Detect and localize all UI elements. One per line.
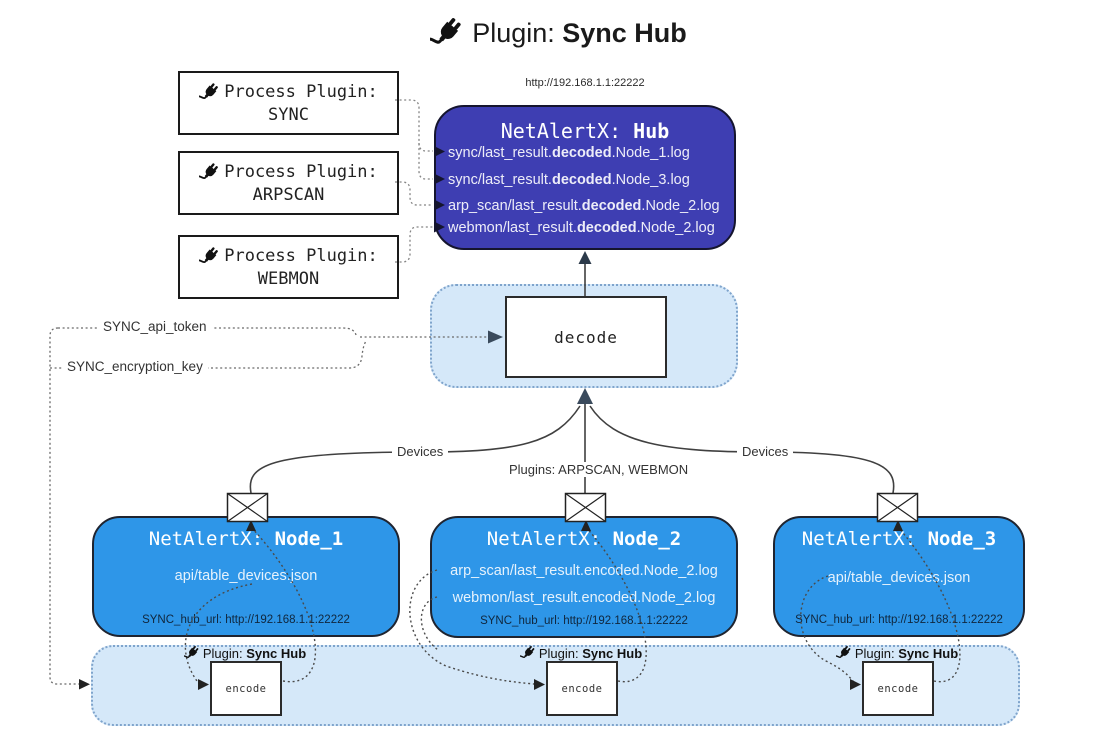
encode-plugin-label: Plugin: Sync Hub <box>807 645 987 661</box>
decode-box: decode <box>505 296 667 378</box>
sync-encryption-key-label: SYNC_encryption_key <box>62 359 208 374</box>
encode-plugin-label: Plugin: Sync Hub <box>491 645 671 661</box>
process-plugin-name: ARPSCAN <box>252 184 325 205</box>
edge-label-plugins-center: Plugins: ARPSCAN, WEBMON <box>504 462 694 477</box>
plug-icon <box>430 16 464 50</box>
process-plugin-arpscan-box: Process Plugin: ARPSCAN <box>178 151 399 215</box>
plug-icon <box>184 645 200 661</box>
node-to-decode-curves <box>249 392 895 494</box>
plug-icon <box>836 645 852 661</box>
title-bold: Sync Hub <box>562 17 687 48</box>
encode-plugin-label: Plugin: Sync Hub <box>155 645 335 661</box>
plugin-to-hub-lines <box>395 99 433 263</box>
process-plugin-label: Process Plugin: <box>224 162 378 182</box>
node-hub-url: SYNC_hub_url: http://192.168.1.1:22222 <box>795 614 1003 626</box>
plug-icon <box>520 645 536 661</box>
process-plugin-name: WEBMON <box>257 268 320 289</box>
node-data-line: api/table_devices.json <box>174 568 318 584</box>
hub-log-line: arp_scan/last_result.decoded.Node_2.log <box>448 198 720 214</box>
process-plugin-sync-box: Process Plugin: SYNC <box>178 71 399 135</box>
hub-log-line: webmon/last_result.decoded.Node_2.log <box>448 220 715 236</box>
hub-title: NetAlertX: Hub <box>500 119 670 143</box>
hub-log-line: sync/last_result.decoded.Node_3.log <box>448 172 690 188</box>
node-title: NetAlertX: Node_2 <box>486 528 682 550</box>
encode-box: encode <box>210 661 282 716</box>
node-3-box: NetAlertX: Node_3 api/table_devices.json… <box>773 516 1025 637</box>
sync-api-token-label: SYNC_api_token <box>98 319 212 334</box>
node-hub-url: SYNC_hub_url: http://192.168.1.1:22222 <box>480 615 688 627</box>
process-plugin-webmon-box: Process Plugin: WEBMON <box>178 235 399 299</box>
plug-icon <box>199 82 220 103</box>
encode-box: encode <box>862 661 934 716</box>
hub-url: http://192.168.1.1:22222 <box>525 77 645 89</box>
node-hub-url: SYNC_hub_url: http://192.168.1.1:22222 <box>142 614 350 626</box>
plug-icon <box>199 246 220 267</box>
title-prefix: Plugin: <box>472 17 563 48</box>
node-data-line: webmon/last_result.encoded.Node_2.log <box>452 590 716 606</box>
process-plugin-name: SYNC <box>268 104 309 125</box>
hub-box: NetAlertX: Hub sync/last_result.decoded.… <box>434 105 736 250</box>
plug-icon <box>199 162 220 183</box>
edge-label-devices-right: Devices <box>737 444 794 459</box>
node-2-box: NetAlertX: Node_2 arp_scan/last_result.e… <box>430 516 738 638</box>
node-title: NetAlertX: Node_1 <box>148 528 344 550</box>
page-title: Plugin: Sync Hub <box>0 16 1117 50</box>
encode-box: encode <box>546 661 618 716</box>
process-plugin-label: Process Plugin: <box>224 82 378 102</box>
node-data-line: arp_scan/last_result.encoded.Node_2.log <box>450 563 718 579</box>
edge-label-devices-left: Devices <box>392 444 449 459</box>
node-1-box: NetAlertX: Node_1 api/table_devices.json… <box>92 516 400 637</box>
decode-bottom-arrowhead <box>577 388 593 404</box>
node-title: NetAlertX: Node_3 <box>801 528 997 550</box>
process-plugin-label: Process Plugin: <box>224 246 378 266</box>
hub-in-arrowhead <box>578 251 592 264</box>
hub-log-line: sync/last_result.decoded.Node_1.log <box>448 145 690 161</box>
node-data-line: api/table_devices.json <box>827 570 971 586</box>
encode-container-arrowhead <box>79 679 90 690</box>
